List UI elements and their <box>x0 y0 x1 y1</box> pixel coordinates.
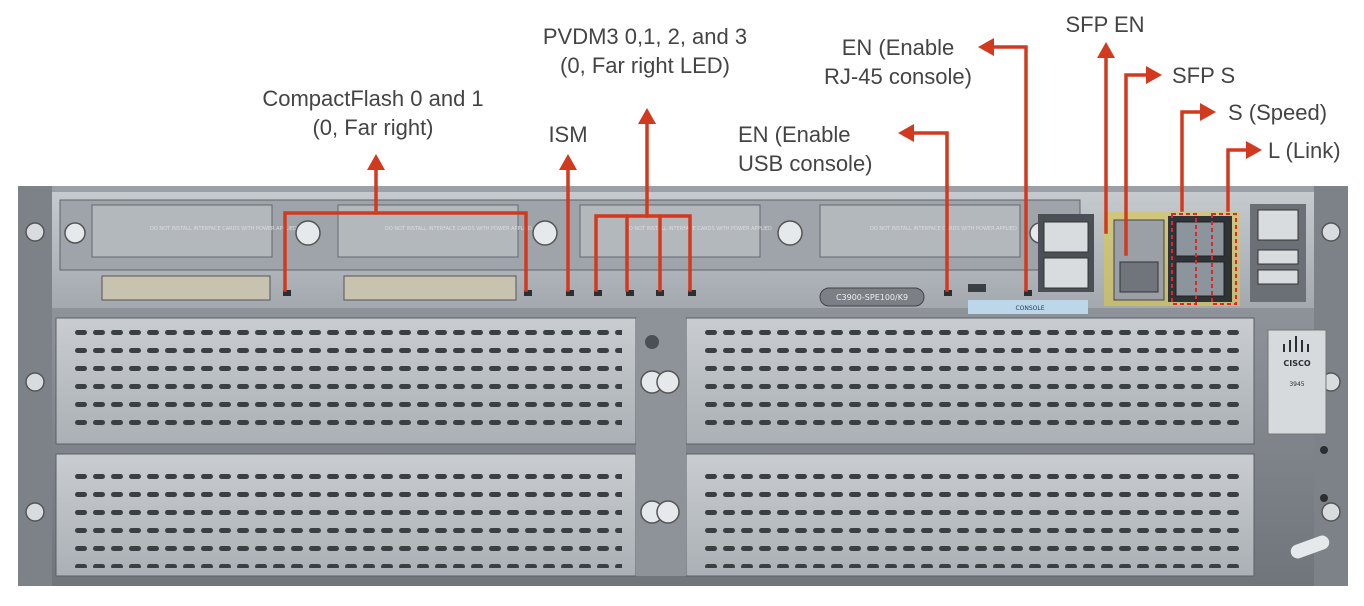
callout-line: SFP S <box>1172 63 1236 88</box>
model-label: C3900-SPE100/K9 <box>836 293 908 302</box>
callout-line: PVDM3 0,1, 2, and 3 <box>542 24 748 49</box>
module-bays <box>55 317 1255 577</box>
rj45-ports <box>1038 214 1094 292</box>
callout-line: EN (Enable <box>738 122 851 147</box>
model-badge <box>819 287 925 307</box>
slot-warning-text: DO NOT INSTALL INTERFACE CARDS WITH POWE… <box>150 226 297 232</box>
callout-line: EN (Enable <box>841 35 955 60</box>
callout-line: CompactFlash 0 and 1 <box>262 86 484 111</box>
sfp-module <box>1104 212 1240 306</box>
rj45-aux-port[interactable] <box>1043 257 1089 289</box>
cisco-nameplate: CISCO 3945 <box>1267 329 1327 435</box>
sfp-s-callout: SFP S <box>1172 61 1282 90</box>
callout-line: L (Link) <box>1268 138 1341 163</box>
ge-port-upper[interactable] <box>1175 221 1225 257</box>
slot-warning-text: DO NOT INSTALL INTERFACE CARDS WITH POWE… <box>385 226 532 232</box>
slot-warning-text: DO NOT INSTALL INTERFACE CARDS WITH POWE… <box>625 226 772 232</box>
ge-port-lower[interactable] <box>1175 261 1225 297</box>
compactflash-callout: CompactFlash 0 and 1 (0, Far right) <box>208 84 538 142</box>
speed-callout: S (Speed) <box>1228 98 1360 127</box>
brand-label: CISCO <box>1283 359 1310 368</box>
usb-port-2[interactable] <box>1257 269 1299 285</box>
slot-warning-text: DO NOT INSTALL INTERFACE CARDS WITH POWE… <box>870 226 1017 232</box>
ism-callout: ISM <box>528 120 608 149</box>
usb-console-port[interactable] <box>968 284 986 292</box>
arrow-heads <box>367 38 1262 170</box>
callout-line: (0, Far right LED) <box>560 53 730 78</box>
link-callout: L (Link) <box>1268 136 1362 165</box>
callout-line: (0, Far right) <box>312 115 434 140</box>
console-label: CONSOLE <box>1015 305 1044 312</box>
callout-line: S (Speed) <box>1228 100 1328 125</box>
callout-line: RJ-45 console) <box>824 64 972 89</box>
en-usb-callout: EN (Enable USB console) <box>738 120 908 178</box>
management-port[interactable] <box>1257 209 1299 241</box>
model-number: 3945 <box>1289 381 1304 388</box>
rj45-console-port[interactable] <box>1043 221 1089 253</box>
usb-port-1[interactable] <box>1257 249 1299 265</box>
callout-line: SFP EN <box>1065 12 1145 37</box>
compactflash-slots <box>101 275 517 301</box>
pvdm3-callout: PVDM3 0,1, 2, and 3 (0, Far right LED) <box>480 22 810 80</box>
front-leds <box>283 290 1032 296</box>
sfp-en-callout: SFP EN <box>1050 10 1160 39</box>
en-rj45-callout: EN (Enable RJ-45 console) <box>800 33 996 91</box>
callout-line: ISM <box>548 122 588 147</box>
callout-line: USB console) <box>738 151 873 176</box>
callout-arrows <box>283 45 1252 292</box>
